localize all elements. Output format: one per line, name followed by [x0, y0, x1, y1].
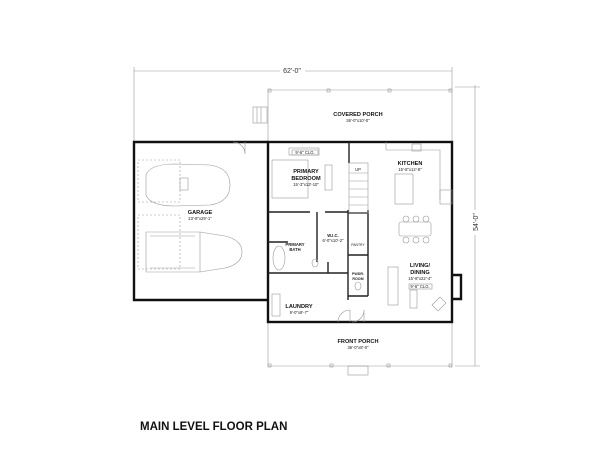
covered-porch: COVERED PORCH 36'-0"x10'-0"	[252, 88, 453, 142]
wic-size: 6'-0"x10'-2"	[322, 238, 344, 243]
living-dining-size: 15'-8"x22'-4"	[408, 276, 432, 281]
toilet-icon	[311, 258, 319, 268]
kitchen-island	[394, 173, 414, 205]
fireplace	[452, 273, 463, 301]
front-steps	[347, 365, 369, 376]
kitchen-label: KITCHEN	[398, 161, 423, 167]
wic-label: W.I.C.	[327, 233, 338, 238]
depth-dimension-label: 54'-0"	[473, 213, 480, 231]
room-labels: 9'-6" CLG. PRIMARY BEDROOM 15'-3"x13'-10…	[285, 149, 433, 315]
stair-up-label: UP	[355, 167, 361, 172]
dining-table	[398, 221, 432, 237]
garage: GARAGE 23'-8"x29'-1"	[132, 140, 268, 302]
primary-bedroom-label: PRIMARY	[293, 169, 319, 175]
living-dining-label: LIVING/	[410, 263, 431, 269]
washer-dryer	[271, 293, 281, 317]
pantry-label: PANTRY	[351, 243, 365, 247]
bedroom-fixtures	[271, 147, 365, 323]
back-steps	[252, 106, 268, 124]
front-porch: FRONT PORCH 36'-0"x8'-0"	[267, 322, 453, 376]
tv-cabinet	[409, 289, 418, 309]
covered-porch-size: 36'-0"x10'-0"	[346, 118, 370, 123]
front-porch-label: FRONT PORCH	[337, 339, 378, 345]
covered-porch-label: COVERED PORCH	[333, 112, 382, 118]
bathtub-icon	[272, 245, 286, 271]
sofa	[387, 266, 399, 306]
kitchen-fixtures	[385, 142, 453, 312]
kitchen-size: 15'-8"x12'-8"	[398, 167, 422, 172]
primary-bath-label-2: BATH	[289, 247, 300, 252]
laundry-label: LAUNDRY	[285, 304, 312, 310]
house-exterior-walls	[266, 140, 454, 324]
powder-room-label-2: ROOM	[352, 277, 363, 281]
laundry-size: 9'-0"x9'-7"	[290, 310, 309, 315]
width-dimension-label: 62'-0"	[283, 68, 301, 75]
depth-dimension: 54'-0"	[455, 85, 480, 367]
primary-bedroom-label-2: BEDROOM	[291, 176, 321, 182]
stairs: UP	[348, 162, 369, 214]
primary-bedroom-size: 15'-3"x13'-10"	[293, 182, 319, 187]
bedroom-ceiling-label: 9'-6" CLG.	[295, 150, 314, 155]
plan-title: MAIN LEVEL FLOOR PLAN	[140, 421, 287, 433]
garage-label: GARAGE	[188, 210, 213, 216]
sink-icon	[411, 143, 422, 152]
interior-walls	[268, 142, 369, 300]
living-ceiling-label: 9'-6" CLG.	[410, 284, 429, 289]
car-icon	[145, 163, 231, 207]
truck-icon	[145, 231, 243, 273]
primary-bath-label: PRIMARY	[285, 242, 304, 247]
front-porch-size: 36'-0"x8'-0"	[347, 345, 369, 350]
garage-size: 23'-8"x29'-1"	[188, 216, 212, 221]
bed	[271, 159, 309, 199]
toilet-icon	[354, 281, 362, 291]
width-dimension: 62'-0"	[133, 67, 453, 142]
armchair	[431, 296, 447, 312]
living-dining-label-2: DINING	[410, 270, 430, 276]
powder-room-label: PWDR.	[352, 272, 364, 276]
